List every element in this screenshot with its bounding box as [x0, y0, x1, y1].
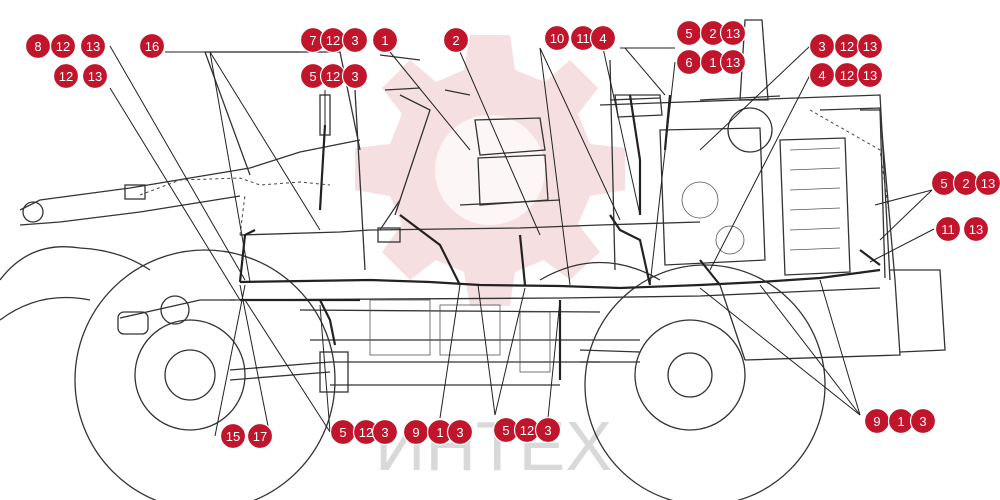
callout-circle — [138, 32, 166, 60]
callout-number: 13 — [981, 176, 995, 191]
callout-number: 3 — [381, 425, 388, 440]
callout-number: 10 — [550, 31, 564, 46]
watermark-text: ИНТЕХ — [375, 407, 612, 485]
callout-number: 13 — [863, 39, 877, 54]
callout-number: 1 — [381, 33, 388, 48]
callout-number: 2 — [962, 176, 969, 191]
callout-circle — [719, 19, 747, 47]
callout-c-5-12-3-bottom: 5 12 3 — [329, 418, 399, 446]
callout-c-1: 1 — [371, 26, 399, 54]
callout-c-5-2-13: 5 2 13 — [675, 19, 747, 47]
callout-circle — [856, 61, 884, 89]
callout-number: 15 — [226, 429, 240, 444]
callout-circle — [52, 62, 80, 90]
callout-number: 3 — [351, 69, 358, 84]
callout-circle — [371, 418, 399, 446]
callout-circle — [543, 24, 571, 52]
callout-c-12-13-left: 12 13 — [52, 62, 109, 90]
callout-number: 17 — [253, 429, 267, 444]
callout-c-10-11-4: 10 11 4 — [543, 24, 617, 52]
callout-number: 3 — [818, 39, 825, 54]
callout-number: 4 — [599, 31, 606, 46]
callout-number: 12 — [326, 33, 340, 48]
callout-number: 8 — [34, 39, 41, 54]
callout-number: 12 — [56, 39, 70, 54]
callout-number: 5 — [502, 423, 509, 438]
callout-number: 12 — [840, 68, 854, 83]
callout-number: 5 — [309, 69, 316, 84]
callout-number: 6 — [685, 55, 692, 70]
callout-number: 16 — [145, 39, 159, 54]
callout-number: 1 — [709, 55, 716, 70]
watermark-gear — [355, 35, 625, 306]
callout-number: 13 — [726, 55, 740, 70]
callout-c-7-12-3: 7 12 3 — [299, 26, 369, 54]
callout-c-16: 16 — [138, 32, 166, 60]
leader-lines — [109, 45, 935, 437]
callout-circle — [219, 422, 247, 450]
callout-c-11-13-right: 11 13 — [934, 215, 990, 243]
callout-number: 2 — [709, 26, 716, 41]
callout-c-5-12-3-mid: 5 12 3 — [492, 416, 562, 444]
callout-number: 3 — [544, 423, 551, 438]
callout-circle — [934, 215, 962, 243]
callout-number: 13 — [863, 68, 877, 83]
callout-circle — [856, 32, 884, 60]
callout-number: 5 — [339, 425, 346, 440]
callout-number: 1 — [436, 425, 443, 440]
callout-number: 13 — [88, 69, 102, 84]
callout-circle — [246, 422, 274, 450]
callout-c-6-1-13: 6 1 13 — [675, 48, 747, 76]
callout-number: 4 — [818, 68, 825, 83]
callout-circle — [341, 26, 369, 54]
callout-number: 13 — [726, 26, 740, 41]
callout-number: 13 — [969, 222, 983, 237]
callout-number: 11 — [576, 31, 590, 46]
callout-circle — [81, 62, 109, 90]
callout-number: 2 — [452, 33, 459, 48]
callout-number: 12 — [840, 39, 854, 54]
callout-number: 13 — [86, 39, 100, 54]
callout-number: 12 — [359, 425, 373, 440]
callout-circle — [974, 169, 1000, 197]
callout-number: 7 — [309, 33, 316, 48]
callout-number: 9 — [412, 425, 419, 440]
callout-circle — [49, 32, 77, 60]
callout-circle — [446, 418, 474, 446]
callout-circle — [371, 26, 399, 54]
callout-number: 3 — [456, 425, 463, 440]
callout-number: 11 — [941, 222, 955, 237]
callout-circle — [589, 24, 617, 52]
callout-circle — [79, 32, 107, 60]
callout-circle — [341, 62, 369, 90]
callout-number: 3 — [351, 33, 358, 48]
callout-number: 3 — [919, 414, 926, 429]
callout-number: 1 — [897, 414, 904, 429]
callout-circle — [534, 416, 562, 444]
machine-outline — [0, 19, 946, 500]
callout-c-4-12-13: 4 12 13 — [808, 61, 884, 89]
callout-c-8-12-13: 8 12 13 — [24, 32, 107, 60]
callout-circle — [962, 215, 990, 243]
callout-circle — [719, 48, 747, 76]
callout-c-3-12-13: 3 12 13 — [808, 32, 884, 60]
callout-number: 12 — [520, 423, 534, 438]
callout-number: 9 — [873, 414, 880, 429]
callout-c-5-12-3-top: 5 12 3 — [299, 62, 369, 90]
callout-number: 5 — [685, 26, 692, 41]
callout-number: 12 — [326, 69, 340, 84]
wiring-harness — [139, 94, 891, 380]
callout-number: 12 — [59, 69, 73, 84]
callout-number: 5 — [940, 176, 947, 191]
callout-circle — [909, 407, 937, 435]
callout-c-2: 2 — [442, 26, 470, 54]
callout-circle — [442, 26, 470, 54]
